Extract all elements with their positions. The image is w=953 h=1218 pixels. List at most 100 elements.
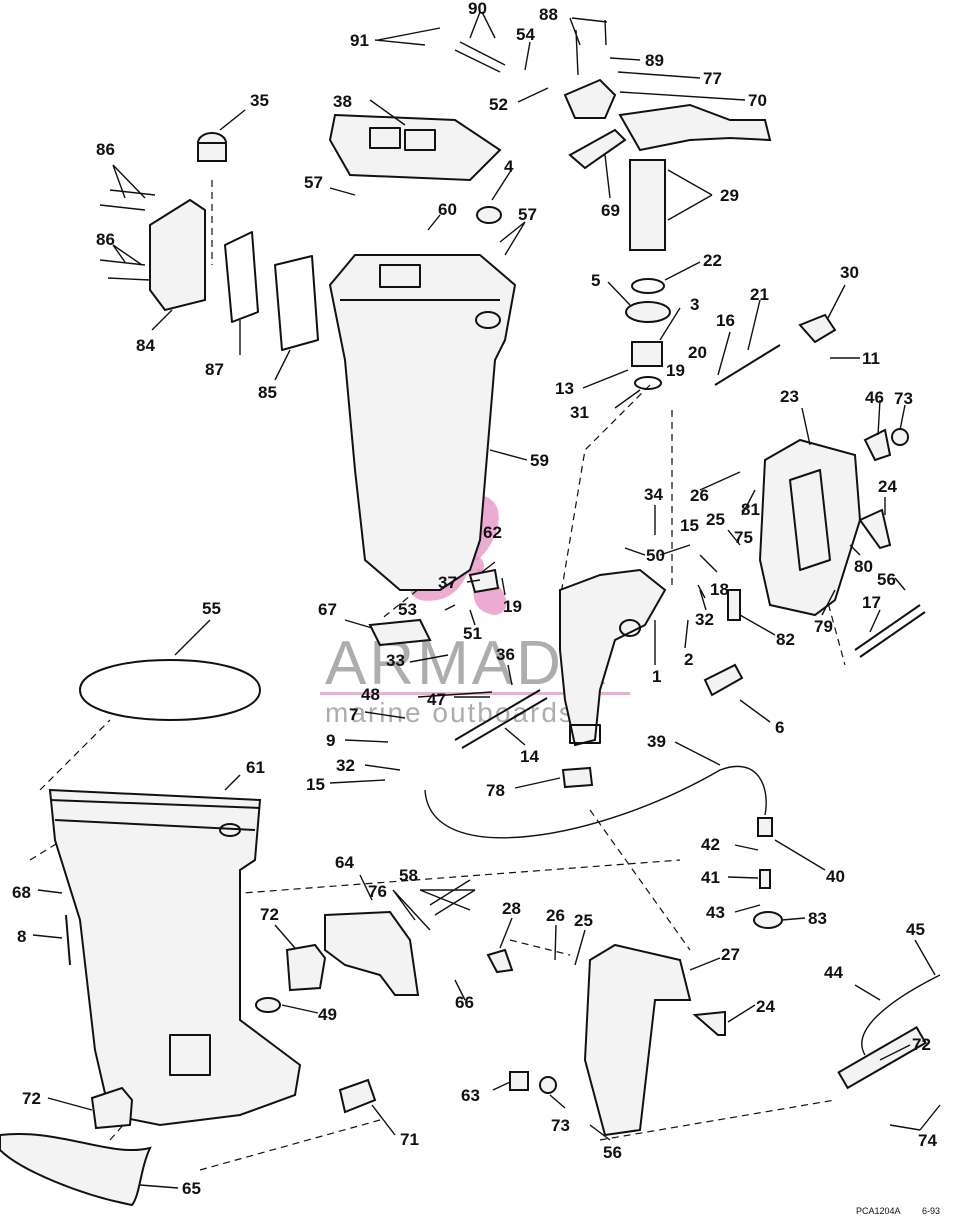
callout-58: 58 bbox=[399, 866, 418, 885]
exhaust-housing bbox=[328, 254, 517, 591]
callout-73b: 73 bbox=[551, 1116, 570, 1135]
bushing-4 bbox=[476, 206, 502, 224]
handle-24-upper bbox=[858, 508, 892, 550]
callout-56a: 56 bbox=[877, 570, 896, 589]
callout-78: 78 bbox=[486, 781, 505, 800]
footer-date: 6-93 bbox=[922, 1206, 940, 1216]
callout-44: 44 bbox=[824, 963, 843, 982]
callout-6: 6 bbox=[775, 718, 784, 737]
clamp-bracket-23 bbox=[758, 438, 862, 617]
callout-15a: 15 bbox=[680, 516, 699, 535]
callout-19b: 19 bbox=[503, 597, 522, 616]
callout-43: 43 bbox=[706, 903, 725, 922]
callout-57b: 57 bbox=[518, 205, 537, 224]
bracket-70 bbox=[563, 78, 617, 119]
callout-72b: 72 bbox=[22, 1089, 41, 1108]
callout-28: 28 bbox=[502, 899, 521, 918]
callout-27: 27 bbox=[721, 945, 740, 964]
callout-52: 52 bbox=[489, 95, 508, 114]
callout-48: 48 bbox=[361, 685, 380, 704]
callout-83: 83 bbox=[808, 909, 827, 928]
callout-55: 55 bbox=[202, 599, 221, 618]
parts bbox=[0, 19, 941, 1207]
callout-71: 71 bbox=[400, 1130, 419, 1149]
callout-60: 60 bbox=[438, 200, 457, 219]
callout-86b: 86 bbox=[96, 230, 115, 249]
lower-housing bbox=[48, 788, 302, 1127]
callout-35: 35 bbox=[250, 91, 269, 110]
callout-39: 39 bbox=[647, 732, 666, 751]
callout-36: 36 bbox=[496, 645, 515, 664]
callout-86a: 86 bbox=[96, 140, 115, 159]
callout-87: 87 bbox=[205, 360, 224, 379]
callout-88: 88 bbox=[539, 5, 558, 24]
callout-50: 50 bbox=[646, 546, 665, 565]
fitting-41 bbox=[759, 869, 771, 889]
callout-22: 22 bbox=[703, 251, 722, 270]
footer-code: PCA1204A bbox=[856, 1206, 901, 1216]
lever-30 bbox=[798, 313, 837, 344]
callout-41: 41 bbox=[701, 868, 720, 887]
callout-81: 81 bbox=[741, 500, 760, 519]
callout-49: 49 bbox=[318, 1005, 337, 1024]
callout-20: 20 bbox=[688, 343, 707, 362]
pad-72-right bbox=[837, 1025, 927, 1090]
callout-69: 69 bbox=[601, 201, 620, 220]
bracket-64 bbox=[324, 910, 420, 996]
callout-67: 67 bbox=[318, 600, 337, 619]
callout-32a: 32 bbox=[695, 610, 714, 629]
callout-17: 17 bbox=[862, 593, 881, 612]
callout-15b: 15 bbox=[306, 775, 325, 794]
callout-19a: 19 bbox=[666, 361, 685, 380]
pad-69 bbox=[568, 128, 627, 170]
clamp-bracket-27 bbox=[583, 943, 692, 1137]
callout-64: 64 bbox=[335, 853, 354, 872]
callout-80: 80 bbox=[854, 557, 873, 576]
callout-91: 91 bbox=[350, 31, 369, 50]
seal-ring-55 bbox=[79, 659, 261, 721]
callout-45: 45 bbox=[906, 920, 925, 939]
bushing-5 bbox=[625, 301, 671, 323]
pad-72-upper bbox=[285, 943, 327, 992]
callout-79: 79 bbox=[814, 617, 833, 636]
pad-72-lower bbox=[90, 1086, 134, 1130]
disc-49 bbox=[255, 997, 281, 1013]
callout-70: 70 bbox=[748, 91, 767, 110]
gasket-87 bbox=[224, 231, 259, 323]
callout-40: 40 bbox=[826, 867, 845, 886]
callout-85: 85 bbox=[258, 383, 277, 402]
callout-4: 4 bbox=[504, 157, 514, 176]
exhaust-plate-gasket bbox=[328, 113, 502, 182]
block-71 bbox=[338, 1078, 377, 1114]
callout-76: 76 bbox=[368, 882, 387, 901]
callout-29: 29 bbox=[720, 186, 739, 205]
nut-73-upper bbox=[891, 428, 909, 446]
callout-25a: 25 bbox=[706, 510, 725, 529]
callout-numbers: 91 90 54 52 88 89 77 70 38 35 86 86 57 4… bbox=[12, 0, 937, 1198]
plate-67 bbox=[368, 618, 432, 647]
swivel-bracket bbox=[559, 568, 667, 747]
handle-24-lower bbox=[692, 1010, 726, 1036]
callout-38: 38 bbox=[333, 92, 352, 111]
callout-53: 53 bbox=[398, 600, 417, 619]
callout-59: 59 bbox=[530, 451, 549, 470]
ring-31 bbox=[634, 376, 662, 390]
pin-14 bbox=[454, 689, 548, 749]
leader-lines bbox=[32, 11, 941, 1189]
plate-82 bbox=[727, 589, 741, 621]
washer-83 bbox=[753, 911, 783, 929]
callout-74: 74 bbox=[918, 1131, 937, 1150]
steering-tube-29 bbox=[629, 159, 666, 251]
cover-84 bbox=[149, 198, 206, 312]
callout-3: 3 bbox=[690, 295, 699, 314]
callout-9: 9 bbox=[326, 731, 335, 750]
callout-89: 89 bbox=[645, 51, 664, 70]
tube-17 bbox=[854, 604, 926, 658]
callout-54: 54 bbox=[516, 25, 535, 44]
callout-66: 66 bbox=[455, 993, 474, 1012]
fitting-40 bbox=[757, 817, 773, 837]
callout-72c: 72 bbox=[912, 1035, 931, 1054]
callout-24b: 24 bbox=[756, 997, 775, 1016]
callout-75: 75 bbox=[734, 528, 753, 547]
